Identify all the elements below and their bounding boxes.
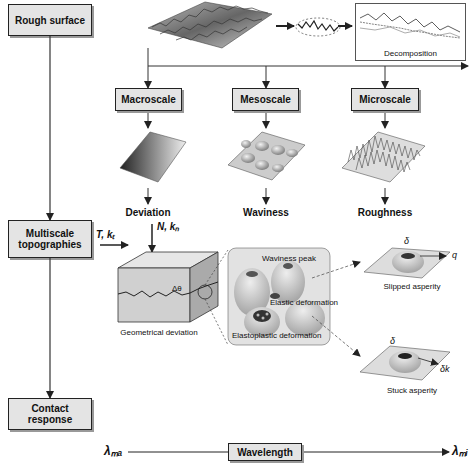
contact-interface <box>118 282 218 297</box>
decomposition-curve <box>360 22 460 38</box>
annotation-label: Slipped asperity <box>372 282 452 292</box>
patch-dot <box>266 313 269 316</box>
force-arrow <box>151 224 153 252</box>
slip-arrow <box>420 256 446 257</box>
annotation-label: δk <box>440 364 450 375</box>
contact-patch <box>398 353 412 359</box>
roughness-texture <box>356 150 410 172</box>
annotation-label: Elastic deformation <box>270 298 338 308</box>
wavelength-axis <box>128 452 228 453</box>
system-box: Rough surface <box>8 4 92 36</box>
node-text: Microscale <box>359 94 411 105</box>
surface-texture <box>176 27 247 40</box>
surface-texture <box>160 18 262 34</box>
down-arrow <box>148 113 149 128</box>
annotation-label: δ <box>404 236 409 247</box>
annotation-label: Waviness <box>226 207 306 219</box>
asperity-panel <box>360 346 450 380</box>
system-box: Contact response <box>8 398 92 430</box>
annotation-label: q <box>452 250 457 261</box>
branch-line <box>148 66 149 88</box>
waviness-bump <box>286 149 298 157</box>
waviness-bump <box>271 145 285 155</box>
surface-profile <box>298 21 338 31</box>
patch-dot <box>257 314 260 317</box>
annotation-label: λₘₐ <box>104 444 122 458</box>
asperity-panel <box>364 248 450 278</box>
waviness-panel <box>228 248 330 345</box>
annotation-label: T, kₜ <box>96 229 114 241</box>
annotation-label: Deviation <box>108 207 188 219</box>
process-arrow <box>338 25 352 27</box>
scale-box: Macroscale <box>115 88 182 111</box>
decomposition-curve <box>360 27 460 37</box>
annotation-label: Roughness <box>345 207 425 219</box>
waviness-hill <box>271 260 305 304</box>
deviation-plot <box>120 132 186 182</box>
annotation-label: Geometrical deviation <box>104 328 214 338</box>
surface-plot <box>148 2 272 48</box>
contact-patch <box>283 263 293 269</box>
down-arrow <box>266 188 267 204</box>
contact-patch <box>246 271 258 277</box>
elastoplastic-patch <box>253 310 271 322</box>
down-arrow <box>266 113 267 128</box>
branch-line <box>266 66 267 88</box>
annotation-label: Stuck asperity <box>372 386 452 396</box>
node-text: Macroscale <box>121 94 175 105</box>
waviness-bump <box>272 164 284 172</box>
zoom-line <box>205 250 228 285</box>
down-arrow <box>148 188 149 204</box>
branch-line <box>148 66 468 67</box>
branch-line <box>385 66 386 88</box>
waviness-bump <box>241 140 251 148</box>
annotation-label: Δθ <box>172 284 182 294</box>
patch-dot <box>262 317 265 320</box>
waviness-plot <box>228 132 305 180</box>
plot-panel: Decomposition <box>355 3 466 61</box>
node-text: Multiscale topographies <box>11 228 89 250</box>
zoom-line <box>205 299 228 345</box>
down-arrow <box>385 113 386 128</box>
force-arrow <box>100 244 128 246</box>
flow-connector <box>49 258 50 398</box>
axis-box: Wavelength <box>228 443 302 461</box>
profile-highlight <box>296 18 340 36</box>
process-arrow <box>276 25 294 27</box>
asperity-hill <box>389 351 421 373</box>
decomposition-curve <box>360 13 460 32</box>
contact-patch <box>401 253 415 259</box>
down-arrow <box>385 188 386 204</box>
system-box: Multiscale topographies <box>8 220 92 258</box>
annotation-label: Waviness peak <box>262 254 316 264</box>
magnifier-circle <box>198 285 212 299</box>
scale-box: Mesoscale <box>232 88 299 111</box>
node-text: Wavelength <box>237 447 293 458</box>
node-text: Contact response <box>11 403 89 425</box>
waviness-bump <box>255 141 269 151</box>
annotation-label: Elastoplastic deformation <box>232 331 321 341</box>
asperity-hill <box>392 251 424 273</box>
branch-line <box>148 48 149 66</box>
annotation-label: N, kₙ <box>157 221 179 233</box>
annotation-label: λₘᵢ <box>452 444 468 458</box>
node-text: Decomposition <box>384 49 437 58</box>
zoom-arrow <box>312 262 360 278</box>
node-text: Rough surface <box>15 15 85 26</box>
waviness-bump <box>255 160 269 170</box>
node-text: Mesoscale <box>240 94 291 105</box>
waviness-bump <box>241 153 255 163</box>
stiffness-arrow <box>418 358 438 364</box>
roughness-plot <box>342 132 425 182</box>
scale-box: Microscale <box>351 88 419 111</box>
flow-connector <box>49 36 50 220</box>
wavelength-axis <box>302 452 449 453</box>
annotation-label: δ <box>390 336 395 347</box>
